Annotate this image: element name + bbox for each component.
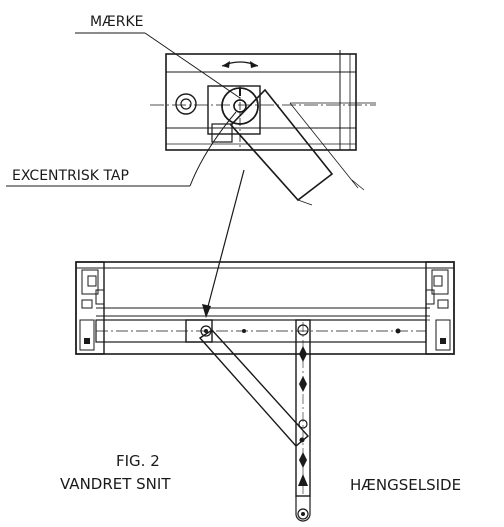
screw-head	[175, 93, 197, 115]
detail-view	[6, 32, 376, 318]
detail-pointer-line	[205, 169, 245, 315]
hinge-arm-vertical	[295, 319, 311, 497]
stay-arm-diagonal	[198, 329, 310, 447]
hinge-arrow-icon	[298, 474, 308, 486]
right-corner-profile	[425, 261, 455, 355]
label-hinge-side: HÆNGSELSIDE	[350, 476, 461, 494]
horizontal-section-view	[75, 261, 455, 522]
section-title: VANDRET SNIT	[60, 475, 171, 493]
bracket-plate	[207, 85, 261, 135]
label-mark: MÆRKE	[90, 14, 143, 30]
detail-profile-body	[165, 53, 357, 151]
left-corner-profile	[75, 261, 105, 355]
label-eccentric-pin: EXCENTRISK TAP	[12, 168, 129, 184]
swing-arm-rotated	[229, 88, 334, 202]
figure-number: FIG. 2	[116, 452, 160, 470]
